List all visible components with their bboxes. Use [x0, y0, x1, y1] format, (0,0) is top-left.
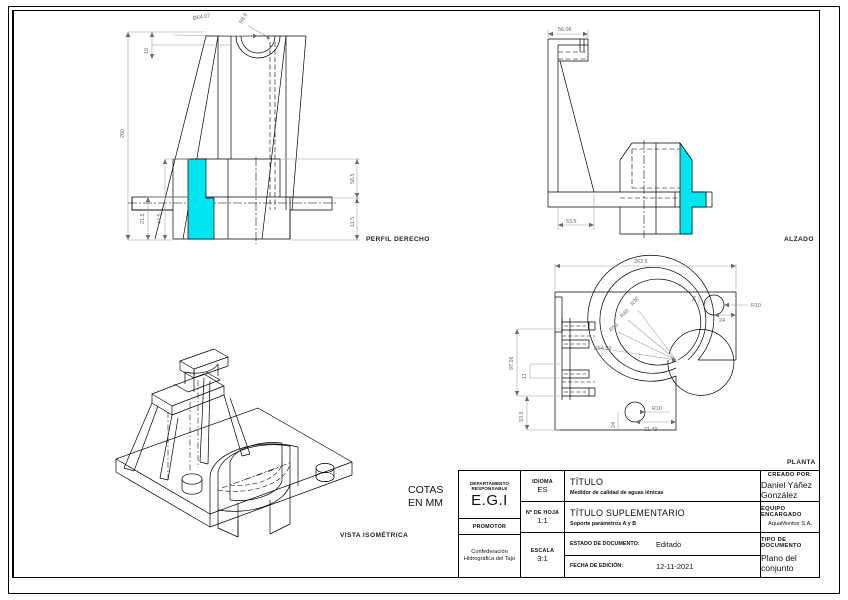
- dim-perfil-44-5: 44.5: [157, 214, 163, 225]
- dim-planta-21-49: 21.49: [644, 427, 658, 433]
- cell-departamento: DEPARTAMENTO RESPONSABLE E.G.I: [459, 471, 520, 519]
- titulo-suplementario-value: Soporte parámetros A y B: [570, 520, 637, 527]
- creado-value: Daniel Yáñez González: [761, 480, 812, 500]
- promotor-value: Confederación Hidrográfica del Tajo: [464, 549, 515, 562]
- dim-planta-r10-bottom: R10: [652, 406, 662, 412]
- dim-perfil-diametro-top: Ø64.07: [192, 13, 210, 22]
- units-note-line2: EN MM: [408, 497, 443, 509]
- dim-planta-53-5: 53.5: [519, 412, 525, 423]
- dim-planta-r10-top: R10: [751, 303, 761, 309]
- cell-escala: ESCALA 3:1: [521, 533, 564, 577]
- idioma-value: ES: [537, 484, 548, 494]
- estado-value: Editado: [656, 539, 682, 549]
- equipo-label: EQUIPO ENCARGADO: [761, 506, 802, 518]
- label-vista-isometrica: VISTA ISOMÉTRICA: [340, 532, 409, 539]
- titleblock-col-idioma: IDIOMA ES Nº DE HOJA 1:1 ESCALA 3:1: [521, 471, 565, 577]
- dim-planta-24-top-v: 24: [692, 296, 698, 302]
- view-planta: 263.5 97.56 11 53.5 R30 R40 R50 R64.59 R…: [509, 254, 761, 433]
- titleblock-col-autoria: CREADO POR: Daniel Yáñez González EQUIPO…: [761, 471, 819, 577]
- cell-estado: ESTADO DE DOCUMENTO: Editado: [565, 533, 760, 556]
- cell-creado-por: CREADO POR: Daniel Yáñez González: [761, 471, 819, 502]
- cell-hoja: Nº DE HOJA 1:1: [521, 502, 564, 533]
- idioma-label: IDIOMA: [532, 478, 553, 485]
- hoja-label: Nº DE HOJA: [525, 509, 560, 516]
- escala-label: ESCALA: [530, 547, 555, 554]
- cell-fecha: FECHA DE EDICIÓN: 12-11-2021: [565, 556, 760, 577]
- dim-planta-r50: R50: [608, 323, 619, 334]
- dim-perfil-radio-top: R8.6: [238, 12, 249, 25]
- section-hatch-alzado: [679, 141, 707, 235]
- cell-titulo: TÍTULO Medidor de calidad de aguas lénic…: [565, 471, 760, 502]
- tipo-label: TIPO DE DOCUMENTO: [761, 537, 802, 549]
- dim-perfil-58-5: 58.5: [350, 174, 356, 185]
- titleblock-col-departamento: DEPARTAMENTO RESPONSABLE E.G.I PROMOTOR …: [459, 471, 521, 577]
- dim-planta-263-5: 263.5: [634, 259, 648, 265]
- units-note: COTAS EN MM: [408, 484, 443, 510]
- dim-perfil-10: 10: [144, 48, 150, 54]
- view-alzado: 56.06 53.5: [547, 27, 713, 238]
- dim-alzado-53-5: 53.5: [566, 219, 577, 225]
- section-hatch-profile: [187, 158, 215, 240]
- cell-promotor-value: Confederación Hidrográfica del Tajo: [459, 535, 520, 577]
- sheet-border-inner: [12, 10, 820, 578]
- tipo-value: Plano del conjunto: [761, 553, 797, 573]
- sheet-border-outer: [8, 6, 840, 594]
- label-alzado: ALZADO: [784, 236, 814, 243]
- view-perfil-derecho: Ø64.07 R8.6 10 260 21.5 44.5 58.5 11.5: [120, 12, 360, 244]
- dim-perfil-260: 260: [120, 129, 126, 138]
- view-isometrica: [115, 348, 353, 538]
- units-note-line1: COTAS: [408, 484, 444, 496]
- cell-idioma: IDIOMA ES: [521, 471, 564, 502]
- hoja-value: 1:1: [537, 515, 548, 525]
- cell-tipo-documento: TIPO DE DOCUMENTO Plano del conjunto: [761, 533, 819, 577]
- equipo-value: AquaMonitor S.A.: [768, 521, 812, 527]
- dim-planta-r40: R40: [619, 308, 630, 319]
- titleblock-col-titulo: TÍTULO Medidor de calidad de aguas lénic…: [565, 471, 761, 577]
- hole-top: [703, 294, 725, 316]
- label-planta: PLANTA: [787, 459, 816, 466]
- cell-promotor-label: PROMOTOR: [459, 519, 520, 535]
- escala-value: 3:1: [537, 553, 548, 563]
- departamento-label: DEPARTAMENTO RESPONSABLE: [469, 480, 510, 492]
- fecha-value: 12-11-2021: [656, 562, 694, 571]
- dim-planta-r64-59: R64.59: [594, 346, 611, 352]
- estado-label: ESTADO DE DOCUMENTO:: [570, 540, 640, 547]
- titulo-suplementario-label: TÍTULO SUPLEMENTARIO: [570, 507, 685, 518]
- cell-equipo: EQUIPO ENCARGADO AquaMonitor S.A.: [761, 502, 819, 533]
- dim-perfil-21-5: 21.5: [140, 214, 146, 225]
- titulo-label: TÍTULO: [570, 476, 604, 487]
- dim-alzado-56-06: 56.06: [558, 27, 572, 33]
- title-block: DEPARTAMENTO RESPONSABLE E.G.I PROMOTOR …: [458, 470, 820, 578]
- dim-planta-r30: R30: [630, 296, 641, 307]
- fecha-label: FECHA DE EDICIÓN:: [570, 563, 624, 570]
- dim-planta-24-top-h: 24: [719, 318, 725, 324]
- label-perfil-derecho: PERFIL DERECHO: [366, 236, 430, 243]
- promotor-label: PROMOTOR: [472, 523, 507, 530]
- dim-perfil-11-5: 11.5: [350, 217, 356, 227]
- departamento-value: E.G.I: [471, 491, 508, 509]
- dim-planta-97-56: 97.56: [509, 357, 515, 371]
- dim-planta-11: 11: [522, 373, 528, 379]
- cell-titulo-suplementario: TÍTULO SUPLEMENTARIO Soporte parámetros …: [565, 502, 760, 533]
- creado-label: CREADO POR:: [767, 472, 813, 478]
- dim-planta-24-bottom: 24: [611, 422, 617, 428]
- titulo-value: Medidor de calidad de aguas lénicas: [570, 489, 664, 496]
